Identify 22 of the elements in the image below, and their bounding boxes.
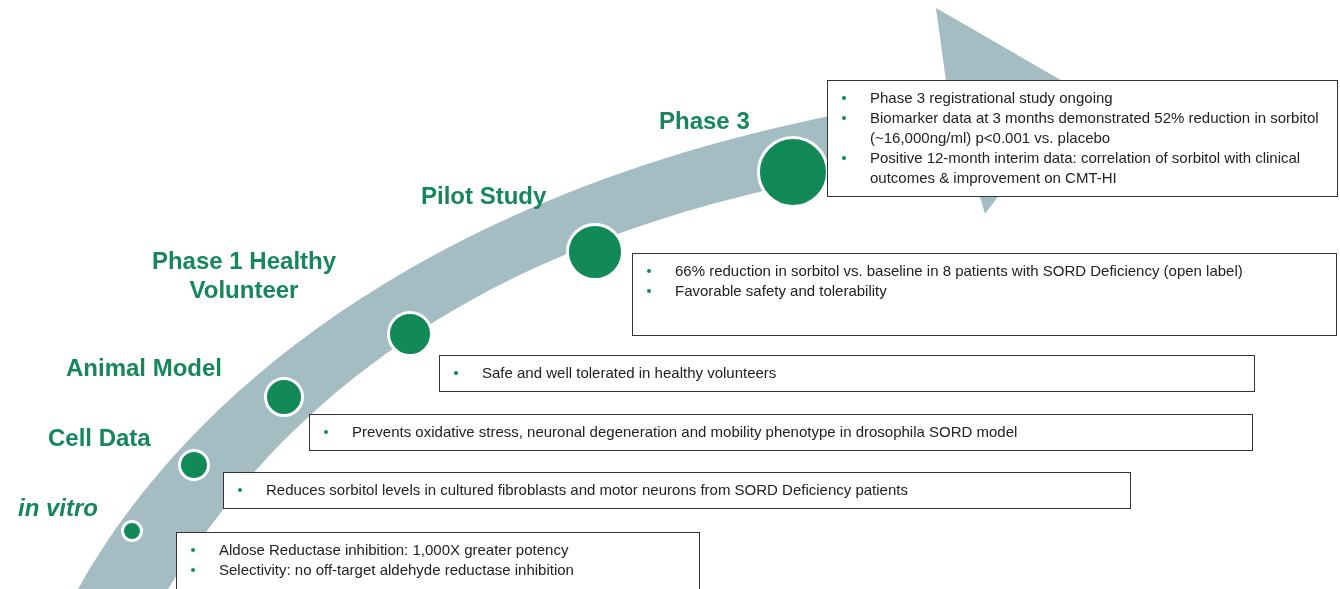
bullet-text: Prevents oxidative stress, neuronal degeneration and mobility phenotype in drosophila SORD model [352,423,1018,440]
result-box [176,532,700,589]
result-box [827,80,1338,197]
bullet-text: Favorable safety and tolerability [675,282,887,299]
stage-label: Phase 3 [659,106,750,135]
bullet-text: Positive 12-month interim data: correlation of sorbitol with clinical outcomes & improvement on CMT-HI [870,149,1301,186]
bullet-text: Biomarker data at 3 months demonstrated 52% reduction in sorbitol (~16,000ng/ml) p<0.001 vs. placebo [870,109,1319,146]
bullet-text: 66% reduction in sorbitol vs. baseline in 8 patients with SORD Deficiency (open label) [675,262,1243,279]
stage-label: Cell Data [48,423,151,452]
result-box [309,414,1253,451]
result-box [439,355,1255,392]
bullet-text: Reduces sorbitol levels in cultured fibroblasts and motor neurons from SORD Deficiency patients [266,481,908,498]
bullet-text: Safe and well tolerated in healthy volunteers [482,364,777,381]
bullet-text: Phase 3 registrational study ongoing [870,89,1113,106]
stage-label: Phase 1 Healthy Volunteer [150,246,338,304]
result-box [223,472,1131,509]
stage-label: Pilot Study [421,181,547,210]
stage-label: Animal Model [66,353,222,382]
stage-label: in vitro [18,493,98,522]
bullet-text: Aldose Reductase inhibition: 1,000X greater potency [219,541,569,558]
bullet-text: Selectivity: no off-target aldehyde reductase inhibition [219,561,574,578]
result-box [632,253,1337,336]
